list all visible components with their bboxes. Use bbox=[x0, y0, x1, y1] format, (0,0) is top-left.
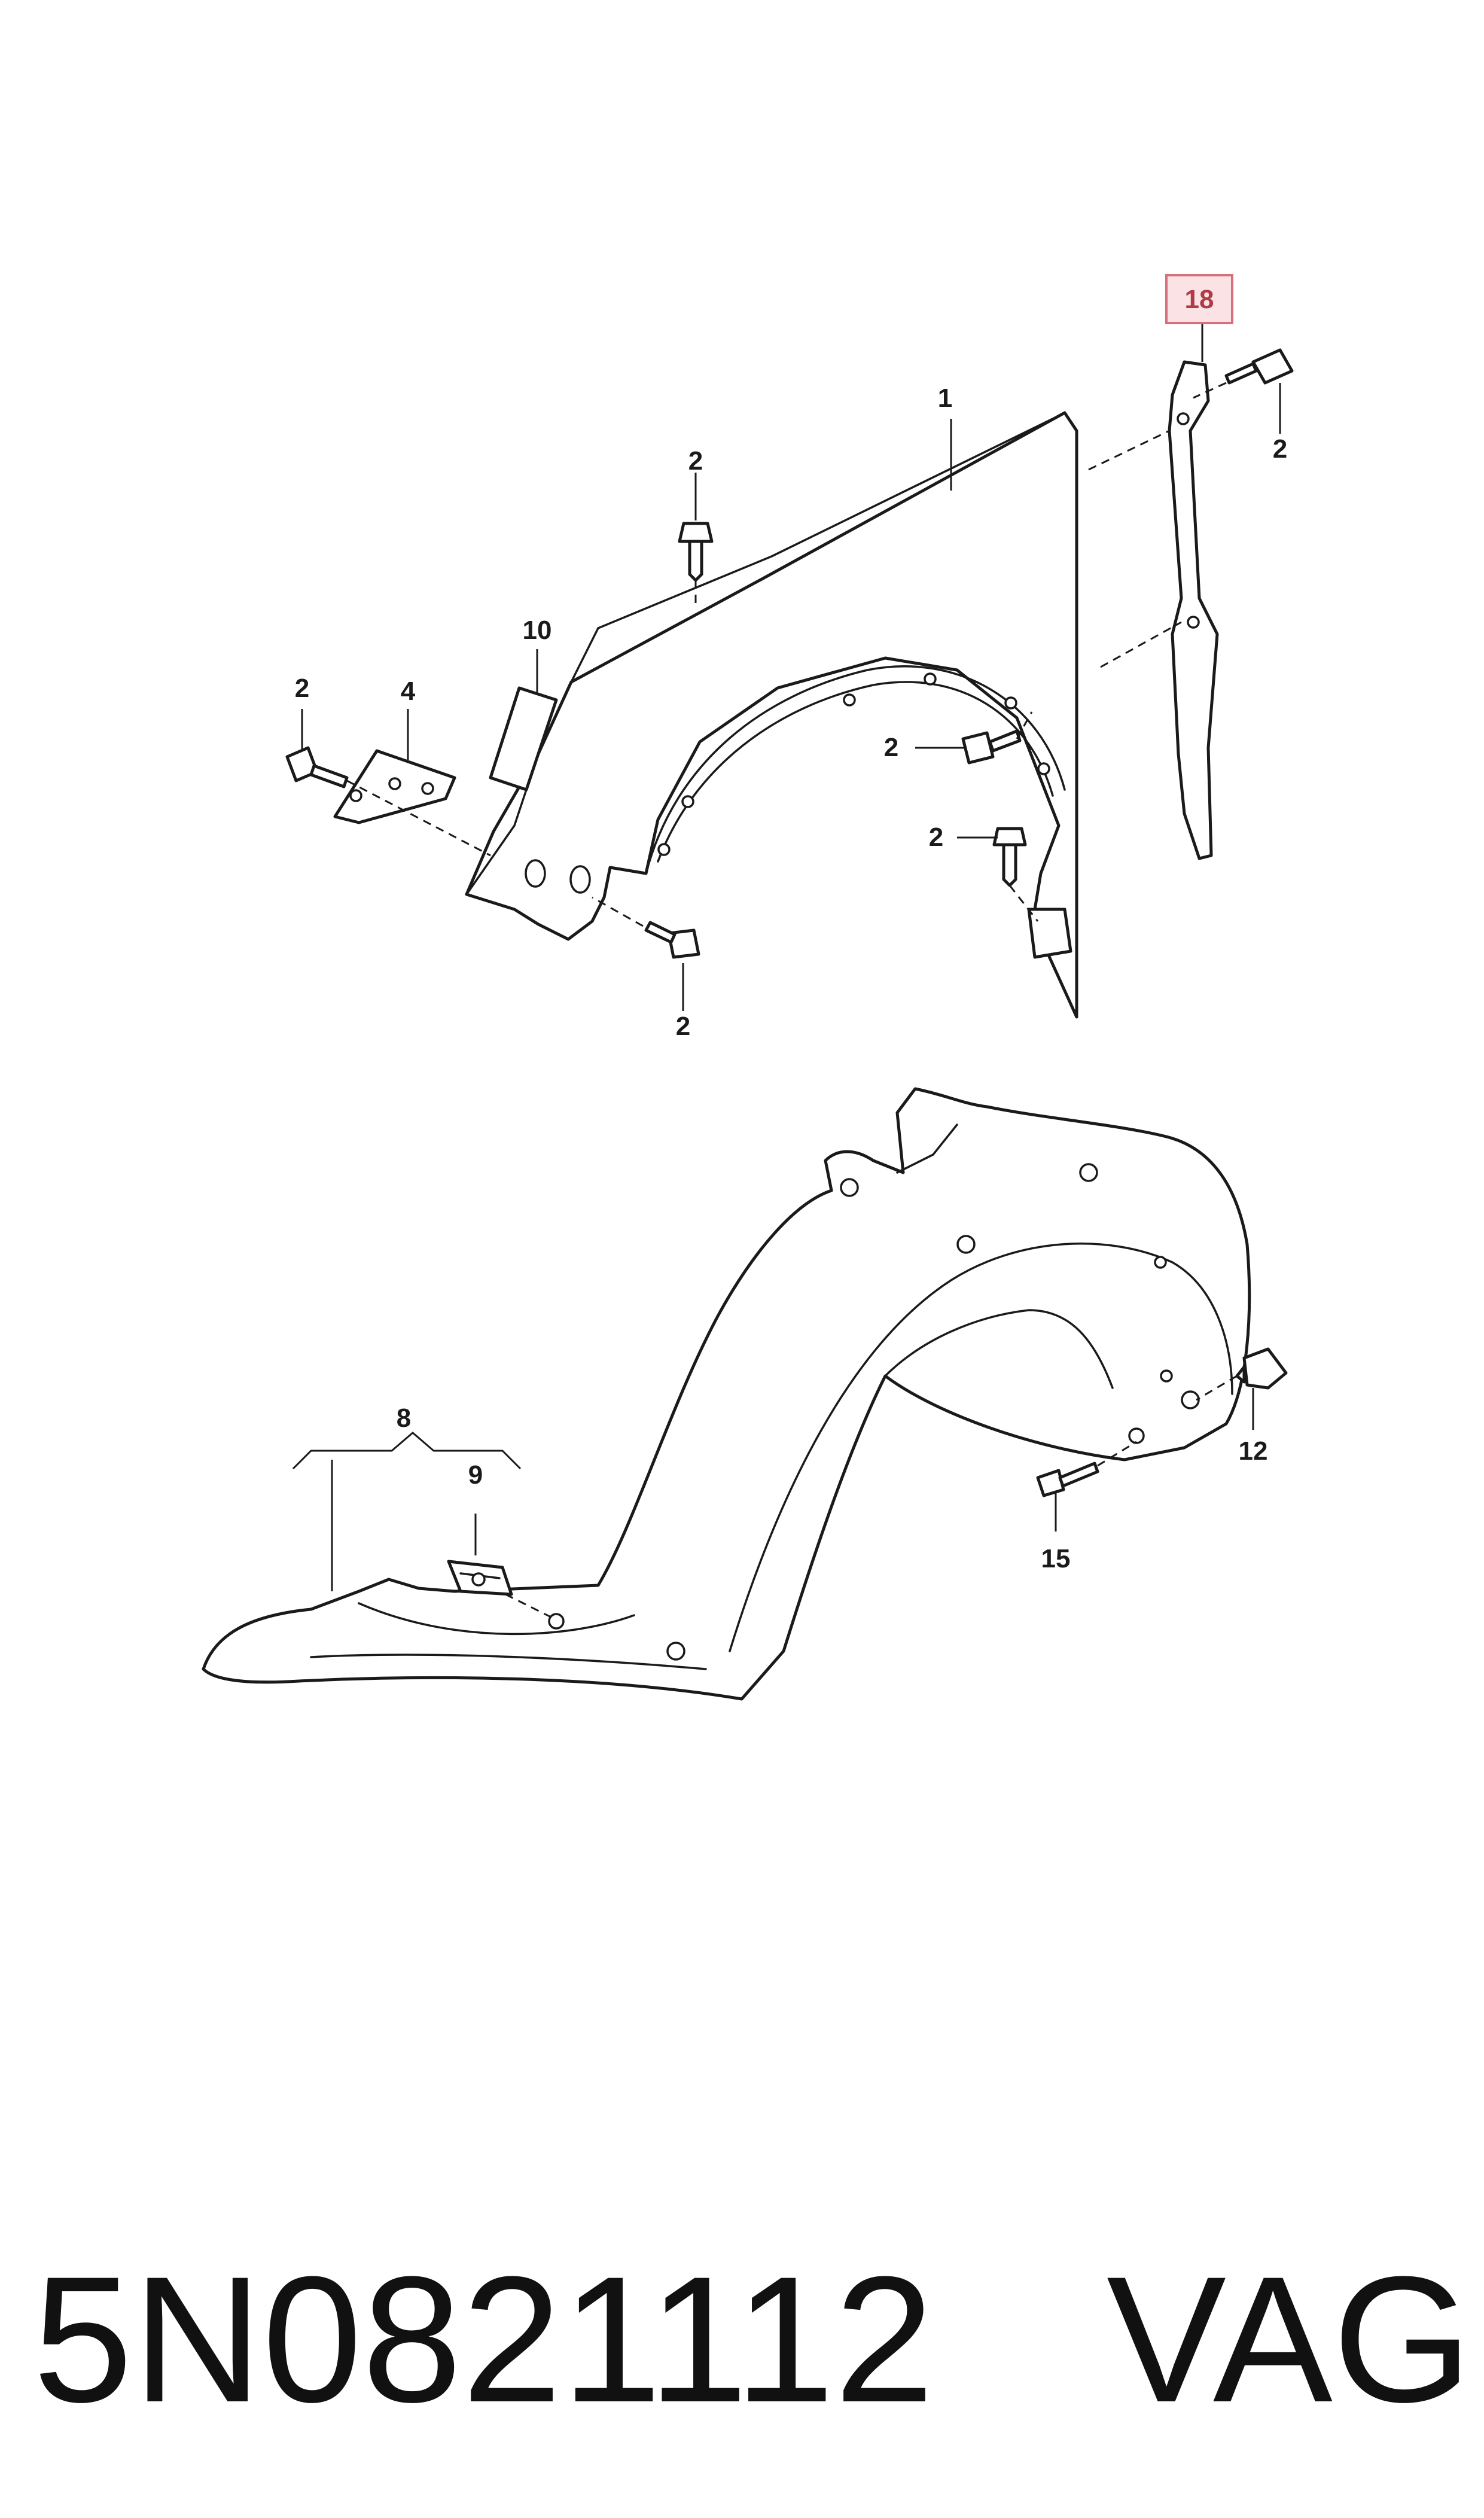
adhesive-strip-part bbox=[489, 686, 558, 791]
callout-18-highlight: 18 bbox=[1165, 274, 1233, 324]
brand-label: VAG bbox=[1107, 2239, 1473, 2440]
callout-9: 9 bbox=[468, 1460, 483, 1490]
callout-4: 4 bbox=[401, 677, 416, 706]
bolt-top-center bbox=[678, 522, 714, 582]
bolt-left bbox=[285, 746, 349, 788]
fender-part bbox=[465, 411, 1078, 1019]
clip-part bbox=[447, 1560, 513, 1596]
callout-12: 12 bbox=[1239, 1436, 1268, 1466]
bolt-fender-mid bbox=[961, 729, 1022, 765]
callout-2-right: 2 bbox=[1273, 434, 1287, 464]
part-number: 5N0821112 bbox=[33, 2239, 934, 2440]
callout-2-lower: 2 bbox=[929, 823, 943, 852]
callout-2-top: 2 bbox=[688, 446, 703, 476]
bolt-fender-lower bbox=[992, 827, 1027, 887]
leader-lines bbox=[292, 323, 1281, 1591]
callout-2-left: 2 bbox=[295, 674, 309, 703]
callout-2-bottom: 2 bbox=[676, 1012, 690, 1041]
callout-18: 18 bbox=[1185, 285, 1214, 314]
callout-labels: 1 2 10 4 2 2 2 2 2 18 8 9 12 15 bbox=[295, 274, 1287, 1573]
callout-1: 1 bbox=[938, 383, 952, 413]
bracket-part bbox=[333, 749, 456, 824]
dashed-assembly-lines bbox=[346, 382, 1238, 1619]
expansion-clip-part bbox=[1235, 1347, 1288, 1390]
callout-8: 8 bbox=[397, 1403, 411, 1433]
callout-10: 10 bbox=[523, 616, 552, 645]
bolt-top-right bbox=[1224, 348, 1294, 385]
callout-15: 15 bbox=[1041, 1544, 1071, 1573]
screw-part bbox=[1036, 1462, 1099, 1497]
bolt-bottom-left bbox=[644, 921, 700, 959]
seal-strip-part bbox=[1168, 360, 1219, 860]
wheel-arch-liner-part bbox=[202, 1087, 1251, 1701]
callout-18-box bbox=[1165, 274, 1233, 324]
callout-2-mid: 2 bbox=[884, 733, 898, 762]
